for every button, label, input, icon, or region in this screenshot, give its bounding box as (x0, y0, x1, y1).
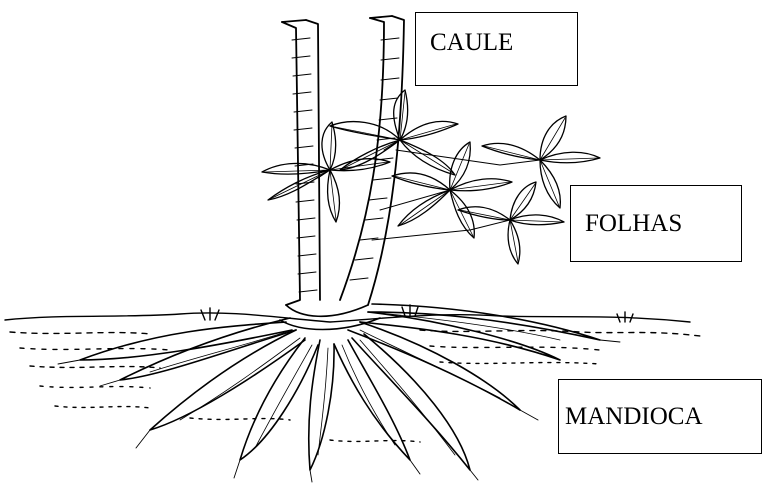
stem-left (282, 20, 320, 305)
mandioca-label-box: MANDIOCA (558, 379, 762, 454)
folhas-label: FOLHAS (585, 210, 682, 238)
caule-label: CAULE (430, 29, 513, 57)
leaves (262, 90, 600, 264)
folhas-label-box: FOLHAS (570, 185, 742, 262)
stem-right (340, 16, 404, 305)
caule-label-box: CAULE (415, 12, 578, 86)
mandioca-label: MANDIOCA (565, 403, 703, 431)
roots (58, 304, 620, 482)
